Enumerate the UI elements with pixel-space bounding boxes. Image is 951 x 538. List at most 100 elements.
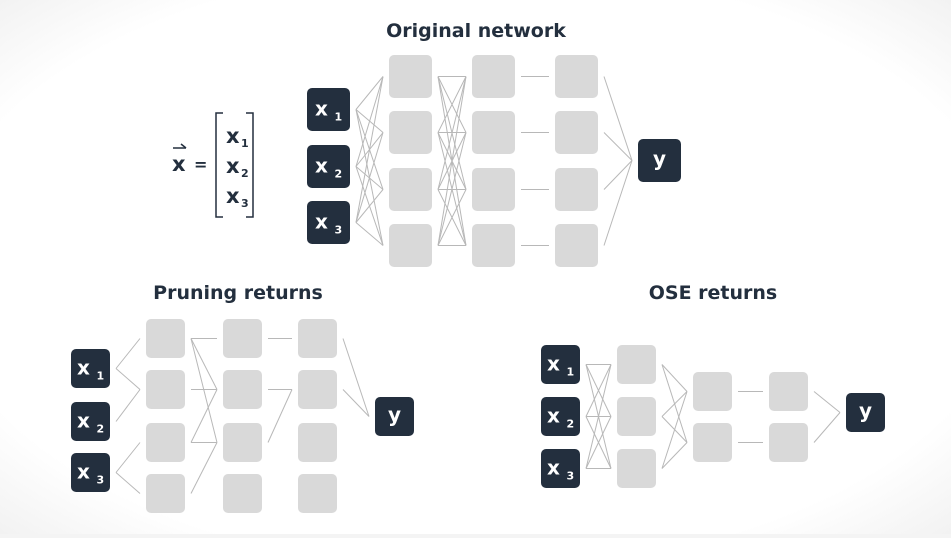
vector-entry-x3: x bbox=[226, 184, 240, 208]
hidden-node-layer2-2 bbox=[693, 423, 732, 462]
output-node-box bbox=[375, 397, 414, 436]
edge-hidden1-to-hidden2 bbox=[437, 132, 467, 246]
ose-returns-title: OSE returns bbox=[649, 282, 778, 304]
edge-hidden1-to-hidden2 bbox=[190, 389, 218, 443]
output-node-label: y bbox=[388, 403, 401, 427]
hidden-node-layer1-1 bbox=[617, 345, 656, 384]
hidden-node-layer2-2 bbox=[472, 111, 515, 154]
edge-input-to-hidden1 bbox=[115, 389, 141, 422]
edge-hidden1-to-hidden2 bbox=[437, 76, 467, 246]
output-node-label: y bbox=[859, 399, 872, 423]
hidden-node-layer1-3 bbox=[617, 449, 656, 488]
hidden-node-layer1-1 bbox=[389, 55, 432, 98]
vector-entry-x2: x bbox=[226, 154, 240, 178]
input-node-box bbox=[541, 449, 580, 488]
hidden-node-layer2-4 bbox=[223, 474, 262, 513]
input-node-subscript: 3 bbox=[97, 474, 105, 487]
input-node-label: x bbox=[315, 97, 328, 121]
input-node-subscript: 1 bbox=[567, 366, 575, 379]
hidden-node-layer2-3 bbox=[472, 168, 515, 211]
hidden-node-layer3-1 bbox=[769, 372, 808, 411]
edge-hidden-to-output bbox=[603, 132, 633, 161]
output-node-y: y bbox=[638, 139, 681, 182]
hidden-node-layer3-2 bbox=[298, 370, 337, 409]
hidden-node-layer1-3 bbox=[146, 423, 185, 462]
edge-hidden-to-output bbox=[342, 389, 370, 417]
edge-hidden1-to-hidden2 bbox=[437, 76, 467, 190]
edge-input-to-hidden1 bbox=[115, 472, 141, 494]
input-node-subscript: 2 bbox=[335, 168, 343, 181]
input-node-subscript: 3 bbox=[335, 224, 343, 237]
hidden-node-layer3-1 bbox=[555, 55, 598, 98]
input-node-label: x bbox=[315, 210, 328, 234]
vector-arrow-icon bbox=[173, 143, 187, 149]
hidden-node-layer3-3 bbox=[298, 423, 337, 462]
input-node-box bbox=[71, 402, 110, 441]
input-node-box bbox=[71, 349, 110, 388]
input-node-box bbox=[541, 397, 580, 436]
edge-hidden-to-output bbox=[342, 338, 370, 417]
hidden-node-layer3-1 bbox=[298, 319, 337, 358]
hidden-node-layer2-1 bbox=[693, 372, 732, 411]
edge-input-to-hidden1 bbox=[355, 76, 384, 223]
hidden-node-layer1-2 bbox=[617, 397, 656, 436]
output-node-box bbox=[638, 139, 681, 182]
hidden-node-layer2-1 bbox=[472, 55, 515, 98]
original-network-title: Original network bbox=[386, 20, 566, 42]
input-node-label: x bbox=[77, 460, 90, 484]
hidden-node-layer3-2 bbox=[769, 423, 808, 462]
edge-input-to-hidden1 bbox=[115, 442, 141, 473]
hidden-node-layer2-4 bbox=[472, 224, 515, 267]
input-node-label: x bbox=[77, 356, 90, 380]
input-node-label: x bbox=[547, 404, 560, 428]
hidden-node-layer1-4 bbox=[146, 474, 185, 513]
vector-entry-x1: x bbox=[226, 124, 240, 148]
edge-hidden-to-output bbox=[603, 160, 633, 190]
input-node-subscript: 1 bbox=[97, 370, 105, 383]
vector-equals: = bbox=[194, 155, 207, 174]
output-node-y: y bbox=[375, 397, 414, 436]
input-node-label: x bbox=[547, 352, 560, 376]
input-node-box bbox=[541, 345, 580, 384]
edge-input-to-hidden1 bbox=[585, 416, 612, 469]
ose-edges bbox=[585, 364, 841, 469]
hidden-node-layer1-2 bbox=[389, 111, 432, 154]
edge-input-to-hidden1 bbox=[585, 364, 612, 469]
edge-input-to-hidden1 bbox=[355, 76, 384, 167]
original-edges bbox=[355, 76, 633, 246]
edge-hidden1-to-hidden2 bbox=[190, 442, 218, 494]
vector-entry-subscript: 2 bbox=[241, 167, 249, 180]
input-node-box bbox=[307, 201, 350, 244]
pruning-edges bbox=[115, 338, 370, 494]
input-node-box bbox=[71, 453, 110, 492]
hidden-node-layer3-4 bbox=[555, 224, 598, 267]
left-bracket bbox=[215, 112, 223, 218]
edge-hidden1-to-hidden2 bbox=[661, 391, 688, 469]
hidden-node-layer3-2 bbox=[555, 111, 598, 154]
edge-input-to-hidden1 bbox=[355, 222, 384, 246]
edge-input-to-hidden1 bbox=[115, 338, 141, 369]
hidden-node-layer2-1 bbox=[223, 319, 262, 358]
hidden-node-layer1-1 bbox=[146, 319, 185, 358]
hidden-node-layer1-2 bbox=[146, 370, 185, 409]
input-node-subscript: 1 bbox=[335, 111, 343, 124]
input-node-box bbox=[307, 145, 350, 188]
edge-input-to-hidden1 bbox=[115, 368, 141, 390]
input-node-subscript: 2 bbox=[567, 418, 575, 431]
edge-hidden1-to-hidden2 bbox=[661, 442, 688, 469]
edge-hidden-to-output bbox=[603, 76, 633, 161]
edge-hidden-to-output bbox=[813, 412, 841, 443]
input-node-label: x bbox=[547, 456, 560, 480]
hidden-node-layer2-2 bbox=[223, 370, 262, 409]
